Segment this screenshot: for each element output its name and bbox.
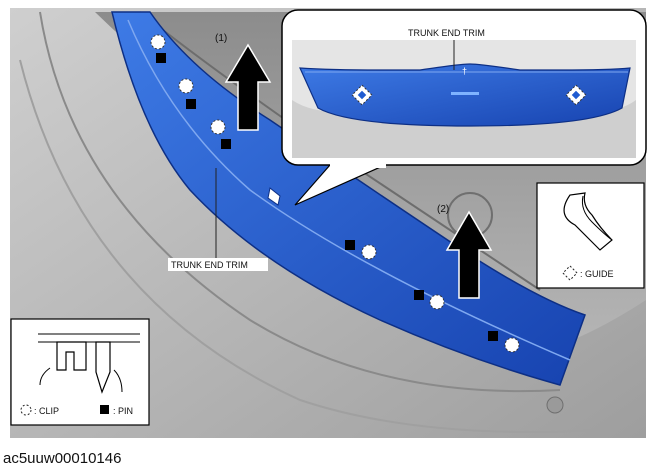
clip-leader-line	[39, 367, 51, 386]
pin-legend-label: : PIN	[113, 406, 133, 416]
guide-legend-frame	[536, 182, 645, 289]
clip-icon	[210, 119, 226, 135]
guide-legend-label: : GUIDE	[580, 269, 614, 279]
detail-trim-notch	[451, 92, 479, 95]
pin-leader-line	[113, 369, 123, 393]
pin-icon	[221, 139, 231, 149]
bumper-edge-line	[39, 11, 561, 393]
direction-arrow-icon	[445, 210, 493, 299]
pin-drawing	[95, 341, 111, 394]
guide-legend-box: : GUIDE	[536, 182, 645, 289]
clip-icon	[20, 404, 32, 416]
detail-trunk-end-trim-label: TRUNK END TRIM	[408, 28, 485, 38]
clip-icon	[429, 294, 445, 310]
pin-icon	[414, 290, 424, 300]
label-background	[168, 258, 268, 271]
latch-hole	[546, 396, 564, 414]
figure-code: ac5uuw00010146	[3, 450, 122, 467]
clip-icon	[150, 34, 166, 50]
trim-pins	[156, 53, 498, 341]
guide-icon	[562, 265, 578, 281]
pin-icon	[345, 240, 355, 250]
clip-legend-label: : CLIP	[34, 406, 59, 416]
pin-icon	[186, 99, 196, 109]
clip-icon	[178, 78, 194, 94]
clip-pin-legend-frame	[10, 318, 150, 426]
detail-callout: † TRUNK END TRIM	[281, 9, 647, 206]
clip-drawing	[56, 341, 87, 371]
step-2-label: (2)	[437, 204, 449, 215]
pin-icon	[156, 53, 166, 63]
pin-icon	[488, 331, 498, 341]
step-1-label: (1)	[215, 33, 227, 44]
trim-hook	[267, 187, 281, 206]
clip-pin-legend-box: : CLIP : PIN	[10, 318, 150, 426]
bumper-lower-line	[19, 59, 601, 433]
guide-shape-edge	[581, 195, 613, 241]
trim-clips	[150, 34, 520, 353]
guide-icon	[351, 84, 373, 106]
pin-icon	[100, 405, 109, 414]
trim-highlight-line	[127, 19, 571, 361]
clip-icon	[361, 244, 377, 260]
direction-arrow-icon	[224, 43, 272, 131]
detail-trim-marker: †	[462, 66, 467, 76]
trunk-end-trim-label: TRUNK END TRIM	[171, 260, 248, 270]
callout-joint	[330, 162, 386, 168]
clip-icon	[504, 337, 520, 353]
